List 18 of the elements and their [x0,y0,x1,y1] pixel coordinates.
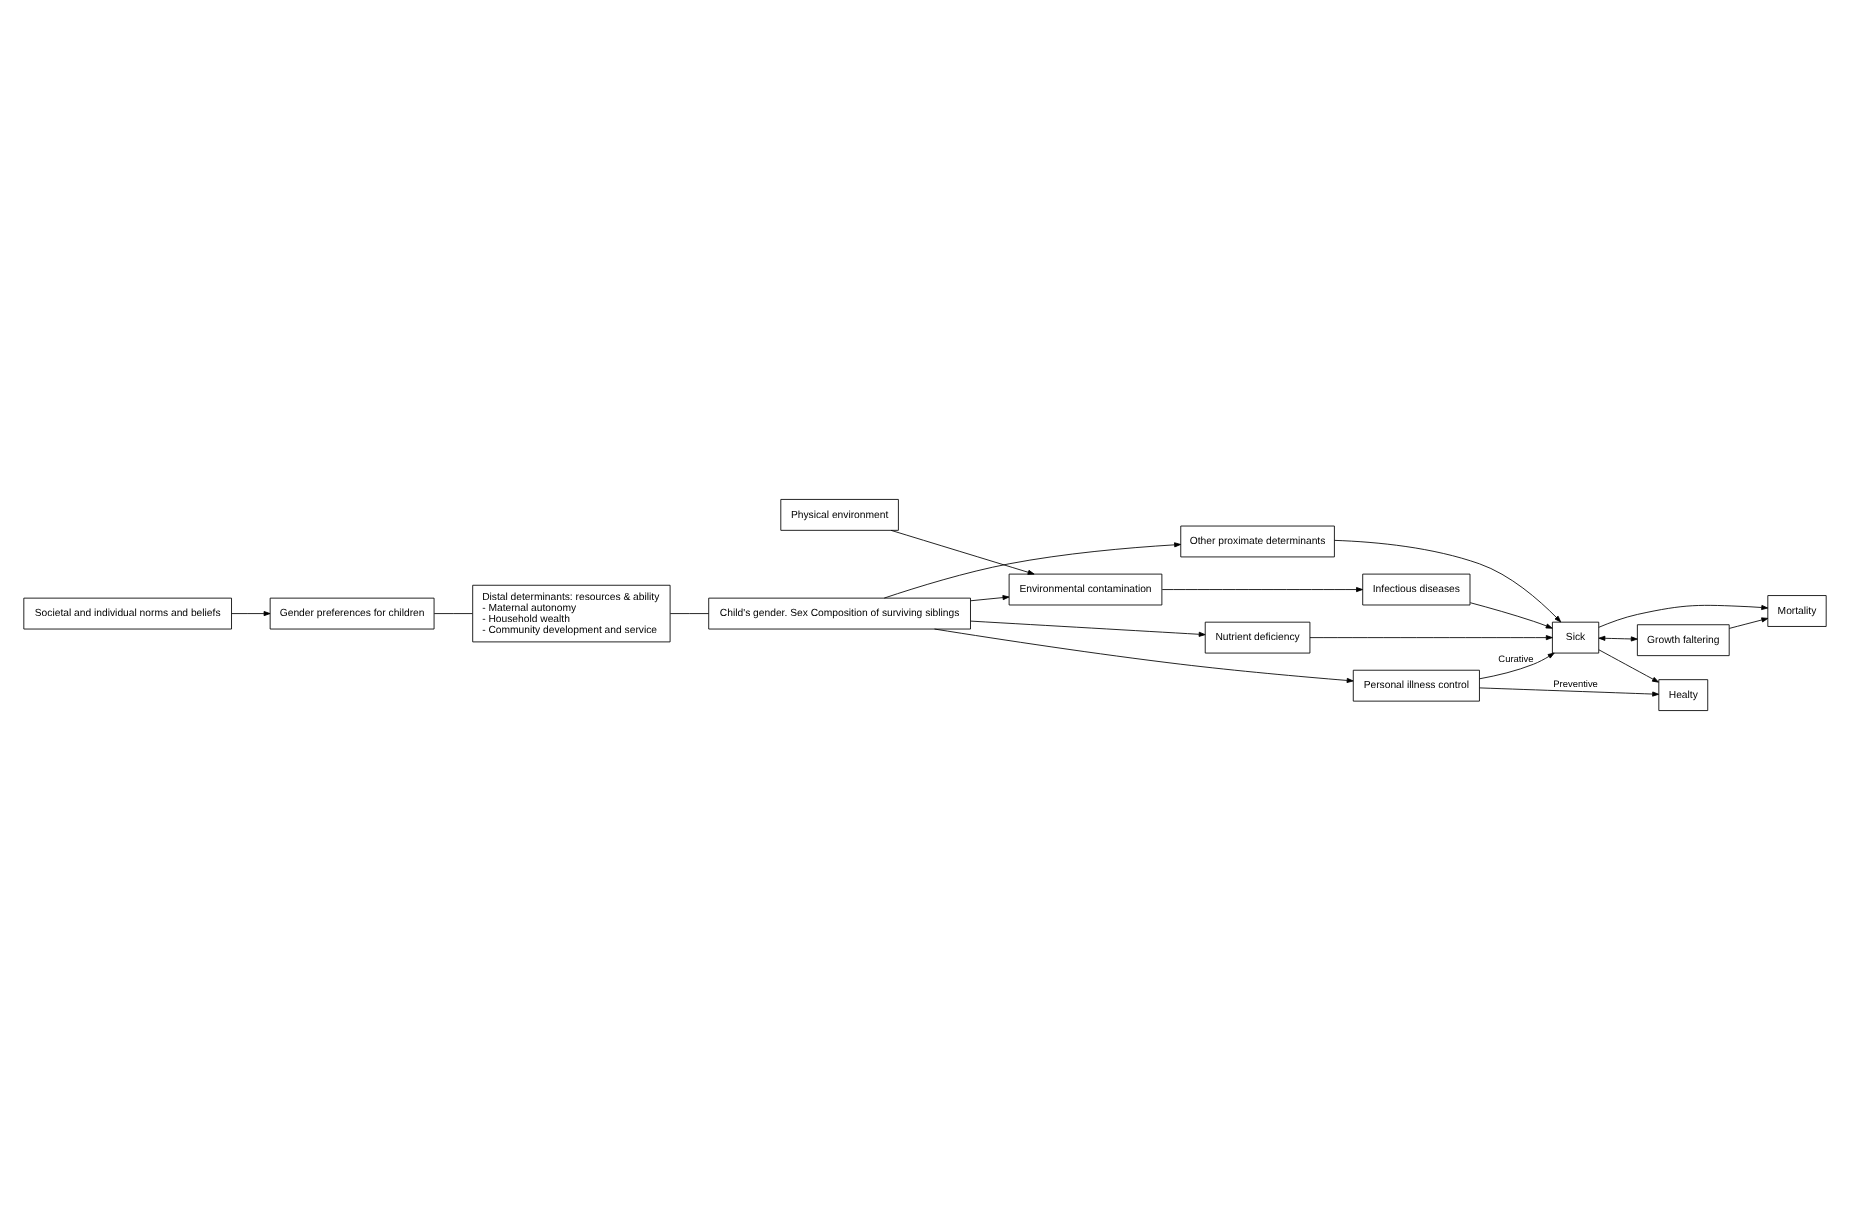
arrow [883,541,1182,598]
arrow [970,619,1206,636]
arrow [1598,648,1659,682]
arrow [1469,601,1553,628]
arrow [890,528,1035,574]
connector [669,612,710,613]
arrow [1728,616,1769,628]
connector [433,612,473,613]
arrow [934,627,1354,682]
arrow [1598,634,1638,641]
arrow [1309,634,1553,640]
arrow [1479,686,1660,696]
arrow [1161,586,1363,592]
arrow [1334,538,1562,622]
arrow [1479,651,1555,679]
arrow [970,594,1010,601]
arrow [1598,603,1769,627]
arrow [231,610,271,616]
